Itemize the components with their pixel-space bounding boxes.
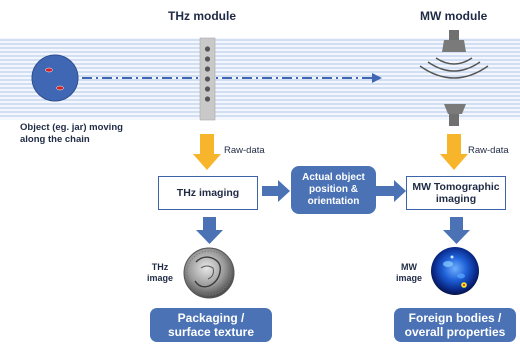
thz-imaging-label: THz imaging xyxy=(176,187,240,199)
mw-imaging-line1: MW Tomographic xyxy=(412,181,500,193)
object-caption: Object (eg. jar) moving along the chain xyxy=(20,122,123,146)
thz-image-thumbnail xyxy=(183,247,235,299)
foreign-bodies-result-box: Foreign bodies / overall properties xyxy=(394,308,516,342)
arrow-mw-to-image xyxy=(443,217,470,244)
raw-data-label-left: Raw-data xyxy=(224,145,265,156)
mw-module-icon xyxy=(419,30,489,126)
bottom-right-line1: Foreign bodies / xyxy=(408,311,502,325)
mw-image-thumbnail xyxy=(431,247,479,295)
mw-image-label: MW image xyxy=(396,262,422,284)
object-jar-icon xyxy=(31,54,79,102)
object-position-box: Actual object position & orientation xyxy=(291,166,376,214)
mw-image-line2: image xyxy=(396,273,423,283)
mw-image-line1: MW xyxy=(401,262,417,272)
bottom-left-line2: surface texture xyxy=(167,325,255,339)
motion-arrow xyxy=(82,73,382,83)
bottom-right-line2: overall properties xyxy=(404,325,506,339)
mw-imaging-line2: imaging xyxy=(435,193,477,205)
center-box-line1: Actual object xyxy=(302,172,365,183)
conveyor-chain xyxy=(0,38,520,120)
packaging-result-box: Packaging / surface texture xyxy=(150,308,272,342)
thz-imaging-box: THz imaging xyxy=(158,176,258,210)
center-box-line3: orientation xyxy=(307,196,360,207)
raw-data-label-right: Raw-data xyxy=(468,145,509,156)
arrow-center-to-mw xyxy=(376,180,406,202)
object-caption-line1: Object (eg. jar) moving xyxy=(20,122,123,133)
thz-image-label: THz image xyxy=(147,262,173,284)
raw-data-arrow-right xyxy=(440,134,468,170)
arrow-thz-to-image xyxy=(196,217,223,244)
object-caption-line2: along the chain xyxy=(20,134,90,145)
mw-imaging-box: MW Tomographic imaging xyxy=(406,176,506,210)
mw-module-label: MW module xyxy=(420,9,488,23)
arrow-thz-to-center xyxy=(262,180,290,202)
bottom-left-line1: Packaging / xyxy=(177,311,245,325)
center-box-line2: position & xyxy=(309,184,358,195)
thz-image-line1: THz xyxy=(151,262,169,272)
thz-module-label: THz module xyxy=(168,9,236,23)
raw-data-arrow-left xyxy=(193,134,221,170)
thz-module-icon xyxy=(199,37,216,121)
thz-image-line2: image xyxy=(147,273,174,283)
